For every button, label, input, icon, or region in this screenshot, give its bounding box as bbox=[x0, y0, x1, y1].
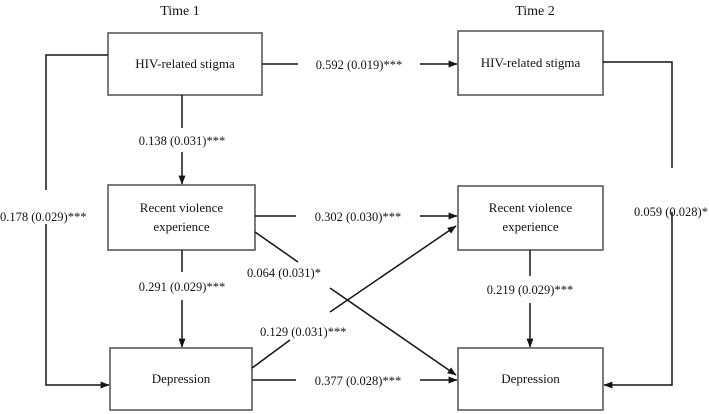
edge-label-t1-depression-to-t2-violence: 0.129 (0.031)*** bbox=[260, 325, 346, 339]
path-t1-depression-to-t2-violence bbox=[329, 225, 457, 313]
node-t2-stigma[interactable] bbox=[457, 30, 604, 96]
node-t2-depression-label: Depression bbox=[501, 371, 560, 386]
node-t2-stigma-label: HIV-related stigma bbox=[481, 55, 581, 70]
node-t2-violence-label-line2: experience bbox=[502, 219, 559, 234]
path-t1-violence-to-t2-depression bbox=[329, 287, 457, 376]
node-t1-stigma-label: HIV-related stigma bbox=[135, 56, 235, 71]
node-t1-depression[interactable] bbox=[109, 347, 253, 411]
edge-label-stigma-autoregressive: 0.592 (0.019)*** bbox=[316, 58, 402, 72]
node-t1-violence[interactable] bbox=[107, 184, 256, 251]
path-t1-depr-t2viol-stub bbox=[251, 339, 291, 369]
path-t1-violence-t2depr-stub bbox=[254, 231, 299, 263]
edge-label-violence-autoregressive: 0.302 (0.030)*** bbox=[315, 210, 401, 224]
edge-label-t2-stigma-to-t2-depression: 0.059 (0.028)* bbox=[634, 205, 708, 219]
column-title-time2: Time 2 bbox=[515, 4, 555, 19]
node-t1-stigma[interactable] bbox=[107, 32, 263, 96]
path-t2-stigma-to-t2-depr-upper bbox=[603, 61, 673, 168]
edge-label-t1-stigma-to-t2-depression: 0.178 (0.029)*** bbox=[0, 210, 86, 224]
edge-label-t1-violence-to-t2-depression: 0.064 (0.031)* bbox=[247, 266, 321, 280]
node-t1-depression-label: Depression bbox=[152, 371, 211, 386]
path-t1-stigma-to-t2-depr-upper bbox=[45, 54, 108, 190]
node-t1-violence-label-line1: Recent violence bbox=[140, 200, 224, 215]
path-t1-stigma-to-t2-depression bbox=[45, 224, 110, 389]
edge-label-depression-autoregressive: 0.377 (0.028)*** bbox=[315, 374, 401, 388]
path-t2-stigma-to-t2-depression bbox=[603, 212, 673, 389]
node-t1-violence-label-line2: experience bbox=[153, 219, 210, 234]
node-t2-violence-label-line1: Recent violence bbox=[489, 200, 573, 215]
node-t2-violence[interactable] bbox=[457, 185, 604, 251]
edge-label-t1-stigma-to-t1-violence: 0.138 (0.031)*** bbox=[139, 134, 225, 148]
edge-label-t2-violence-to-t2-depression: 0.219 (0.029)*** bbox=[487, 283, 573, 297]
edge-label-t1-violence-to-t1-depression: 0.291 (0.029)*** bbox=[139, 280, 225, 294]
node-t2-depression[interactable] bbox=[457, 347, 604, 411]
column-title-time1: Time 1 bbox=[160, 4, 200, 19]
